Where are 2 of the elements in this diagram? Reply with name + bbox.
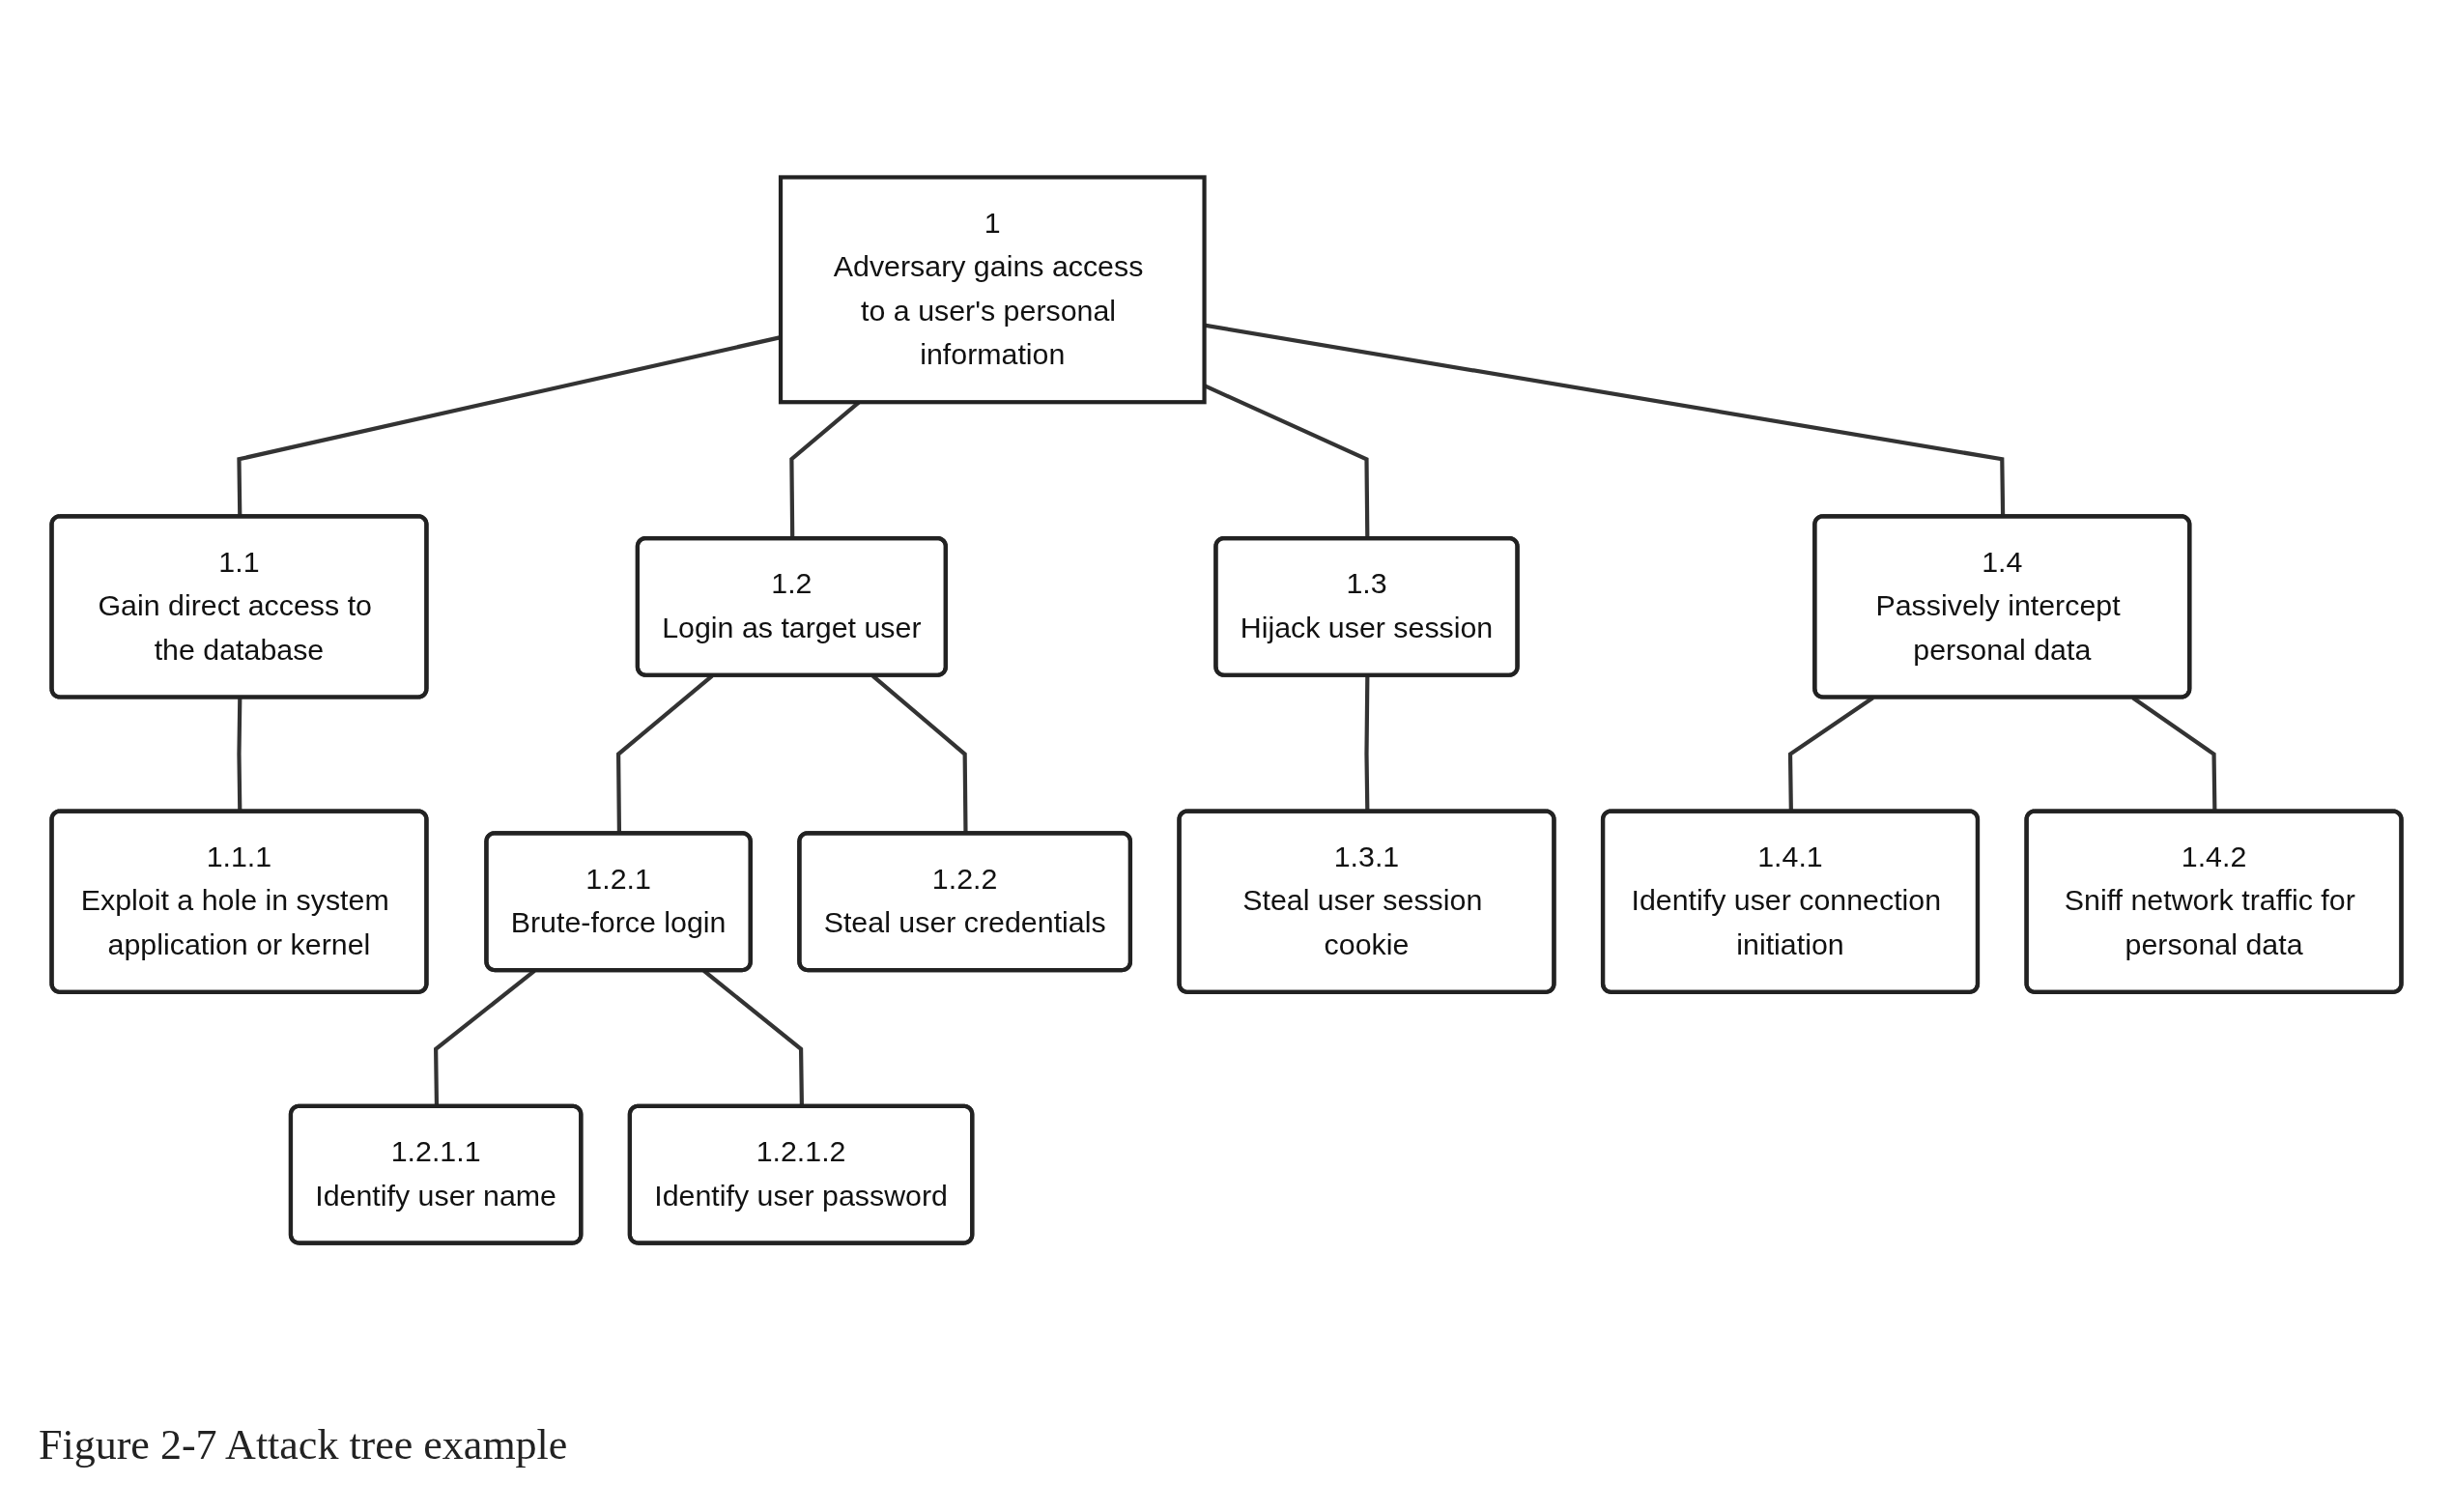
- figure-caption: Figure 2-7 Attack tree example: [39, 1420, 568, 1469]
- node-box: 1 Adversary gains access to a user's personal information: [778, 175, 1207, 405]
